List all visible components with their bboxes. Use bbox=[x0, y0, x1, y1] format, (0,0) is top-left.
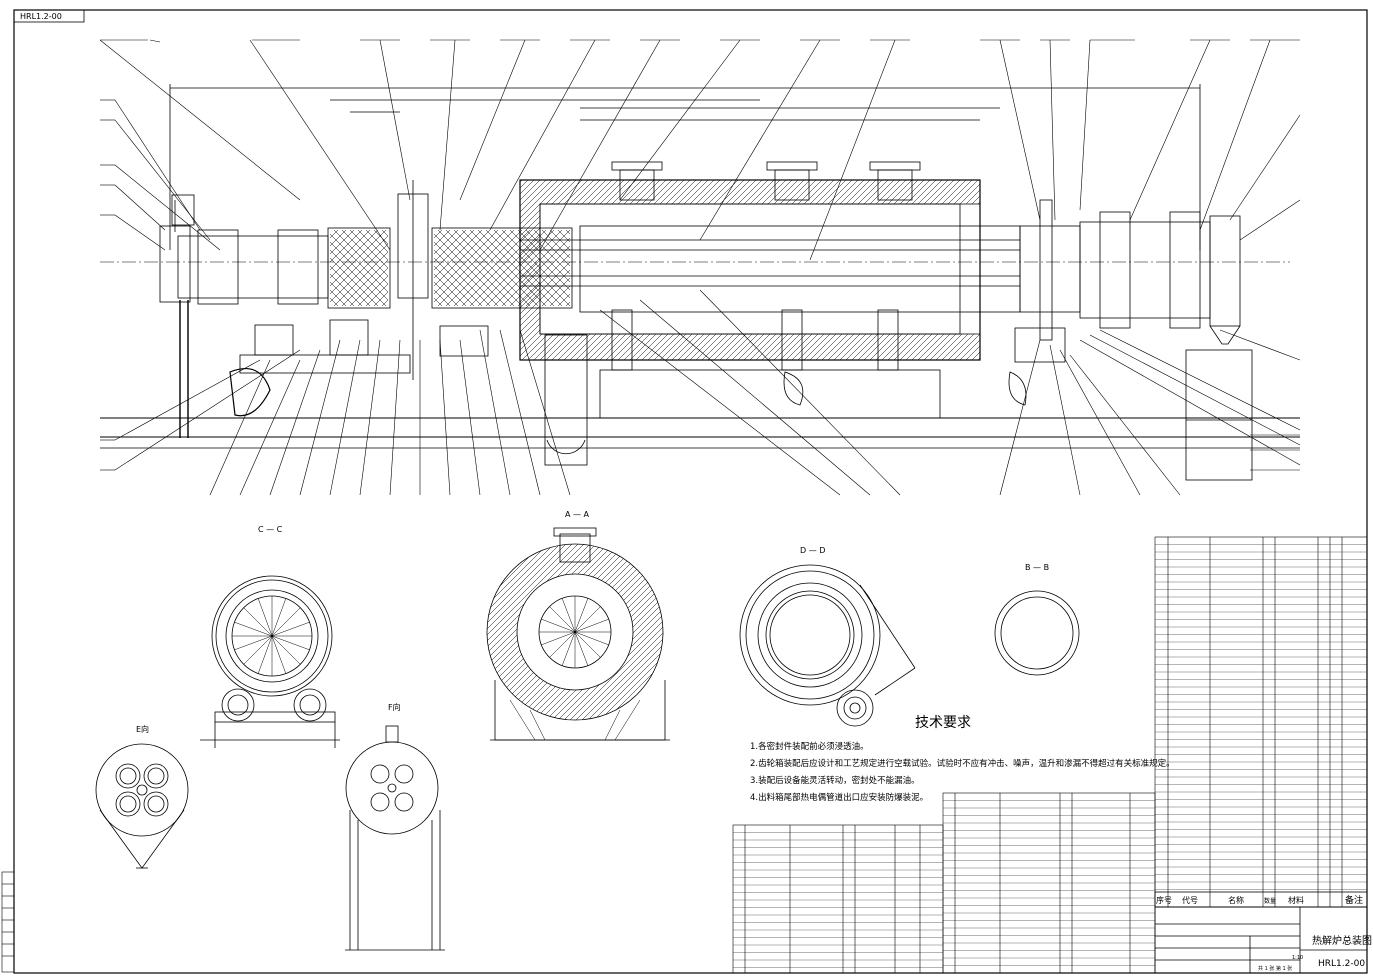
leader-lines-left bbox=[100, 99, 301, 471]
bom-header-material: 材料 bbox=[1288, 895, 1304, 905]
parts-list-right bbox=[1154, 536, 1368, 908]
label-f-view: F向 bbox=[388, 702, 401, 712]
section-b-b-view bbox=[994, 590, 1080, 676]
requirement-item-1: 1.各密封件装配前必须浸透油。 bbox=[750, 742, 869, 752]
title-block-sheet: 共 1 张 第 1 张 bbox=[1258, 965, 1292, 972]
f-view bbox=[345, 725, 445, 951]
parts-list-left bbox=[732, 824, 944, 974]
title-block-scale: 1:10 bbox=[1292, 955, 1303, 961]
requirement-item-3: 3.装配后设备能灵活转动，密封处不能漏油。 bbox=[750, 776, 920, 786]
drum-mesh-section-2 bbox=[434, 230, 570, 306]
parts-list-middle-rows bbox=[943, 800, 1155, 966]
bom-header-code: 代号 bbox=[1182, 895, 1198, 905]
label-e-view: E向 bbox=[136, 724, 149, 734]
drum-mesh-section-1 bbox=[330, 230, 388, 306]
requirement-item-2: 2.齿轮箱装配后应设计和工艺规定进行空载试验。试验时不应有冲击、噪声，温升和渗漏… bbox=[750, 759, 1175, 769]
sheet-border bbox=[13, 9, 1368, 974]
section-a-a-view bbox=[486, 527, 670, 741]
title-block bbox=[1154, 906, 1368, 974]
left-margin-stamps bbox=[1, 871, 15, 973]
label-section-d-d: D — D bbox=[800, 546, 825, 555]
code-box-top-left bbox=[13, 9, 85, 23]
bom-header-qty: 数量 bbox=[1264, 897, 1276, 905]
section-d-d-view bbox=[739, 564, 916, 727]
requirements-title: 技术要求 bbox=[915, 715, 971, 731]
main-elevation-view bbox=[100, 84, 1300, 481]
leader-lines-top bbox=[99, 39, 1300, 261]
label-section-a-a: A — A bbox=[565, 510, 590, 519]
bom-header-name: 名称 bbox=[1228, 895, 1244, 905]
title-block-name: 热解炉总装图 bbox=[1312, 934, 1372, 947]
parts-list-left-rows bbox=[733, 832, 943, 968]
section-c-c-view bbox=[200, 575, 340, 748]
label-section-c-c: C — C bbox=[258, 525, 283, 534]
bom-header-remark: 备注 bbox=[1345, 894, 1363, 906]
title-block-code: HRL1.2-00 bbox=[1318, 959, 1365, 969]
requirement-item-4: 4.出料箱尾部热电偶管道出口应安装防爆装泥。 bbox=[750, 793, 929, 803]
e-view bbox=[95, 743, 189, 869]
furnace-insulation-top bbox=[519, 179, 981, 361]
leader-lines-bottom bbox=[209, 114, 1301, 496]
bom-header-seq: 序号 bbox=[1156, 895, 1172, 905]
parts-list-right-rows bbox=[1155, 544, 1367, 890]
drawing-code-top-left: HRL1.2-00 bbox=[20, 12, 62, 21]
label-section-b-b: B — B bbox=[1025, 563, 1049, 572]
